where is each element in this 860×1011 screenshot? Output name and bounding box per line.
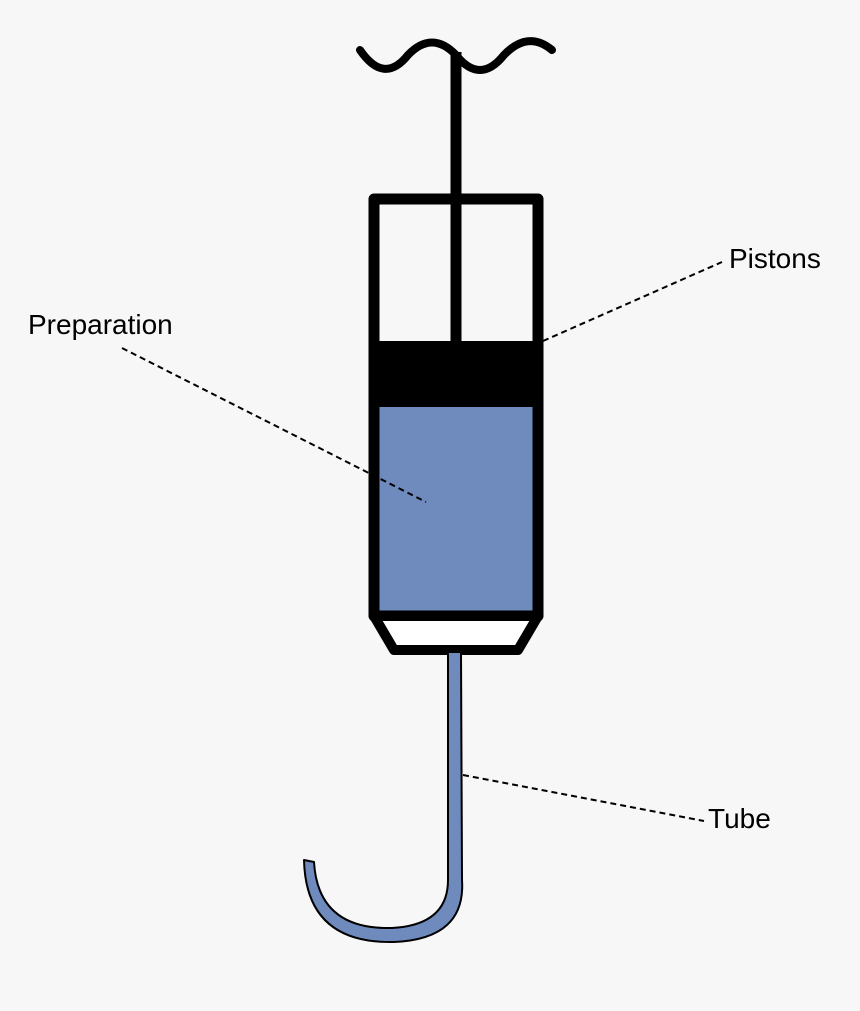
pistons-label: Pistons [729,243,821,274]
tube [303,651,464,944]
pistons-leader-line [542,261,723,342]
preparation-label: Preparation [28,309,173,340]
piston-block [374,341,538,407]
preparation-liquid [376,405,536,613]
syringe-nozzle [369,611,543,655]
tube-label: Tube [708,803,771,834]
preparation-leader-line [121,347,427,503]
tube-leader-line [462,774,705,822]
